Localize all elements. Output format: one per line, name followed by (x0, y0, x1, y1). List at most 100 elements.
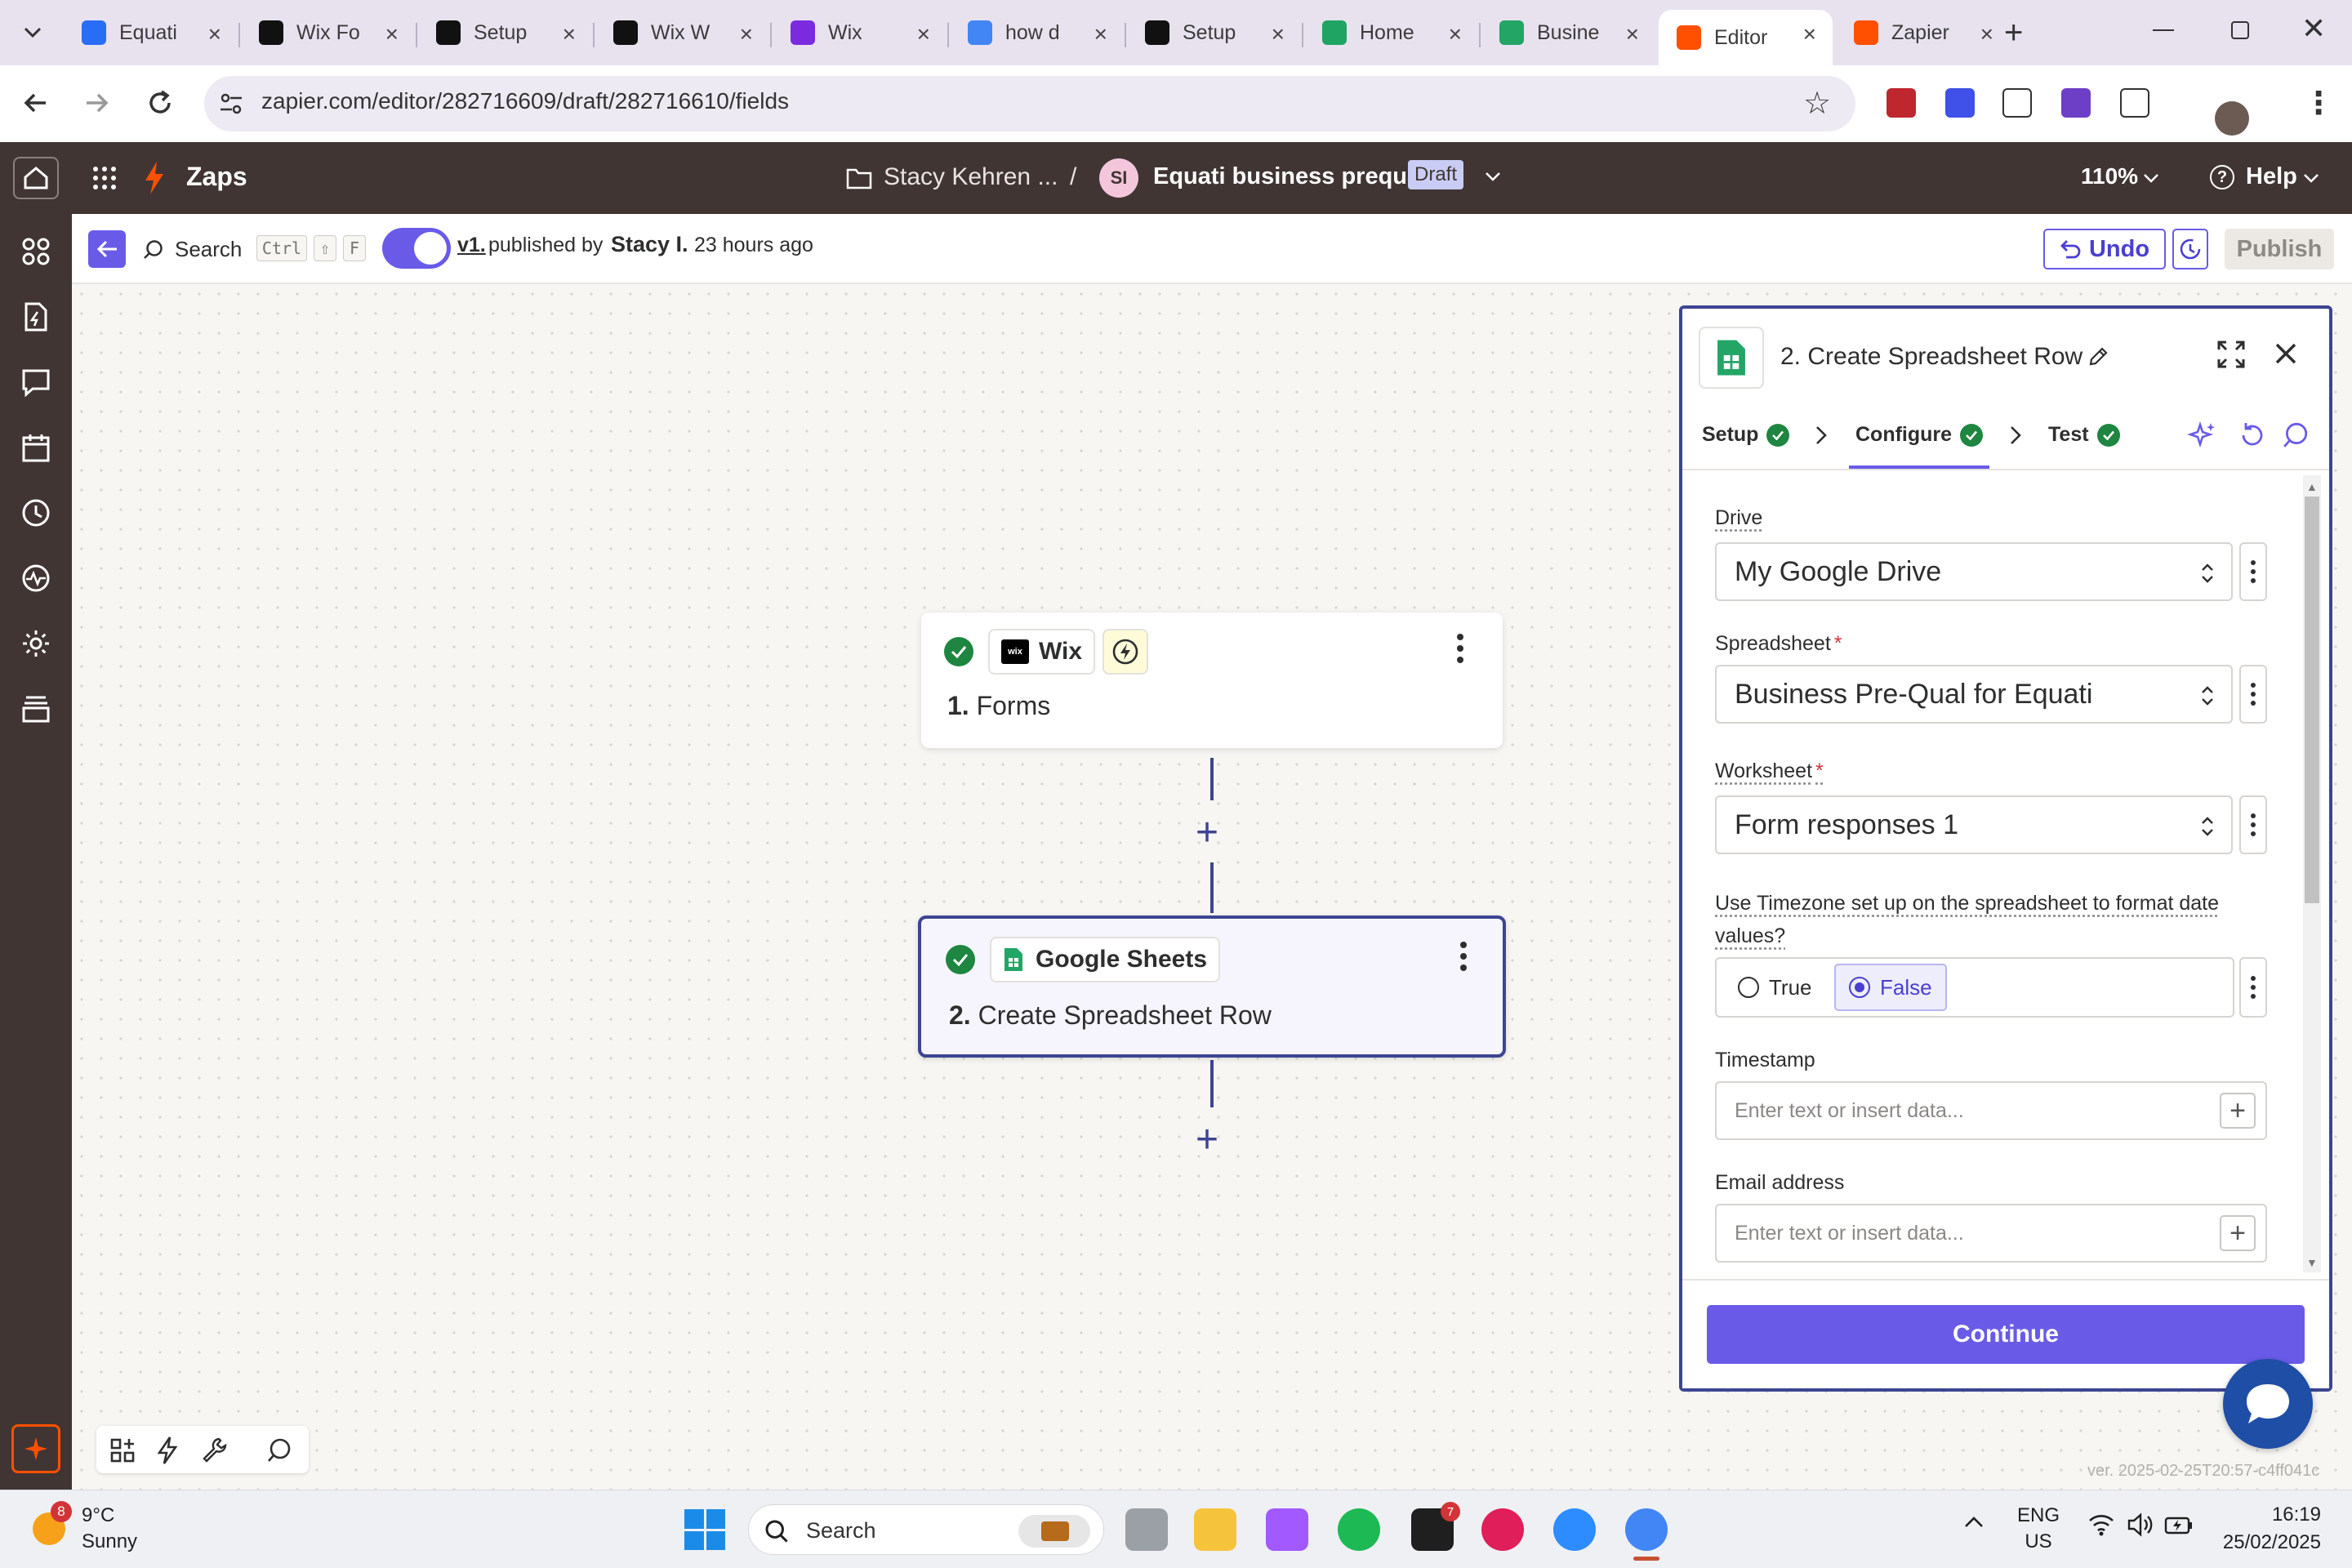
zap-menu-chevron-icon[interactable] (1485, 172, 1501, 181)
close-panel-button[interactable] (2272, 340, 2300, 368)
spreadsheet-options-button[interactable] (2239, 665, 2267, 724)
close-tab-icon[interactable]: × (916, 21, 930, 47)
timezone-false-option[interactable]: False (1834, 964, 1947, 1011)
back-button[interactable] (20, 87, 52, 119)
browser-tab[interactable]: Editor× (1659, 10, 1833, 65)
publish-button[interactable]: Publish (2225, 229, 2334, 270)
browser-tab[interactable]: Wix W× (595, 10, 769, 56)
spotify-icon[interactable] (1338, 1508, 1380, 1551)
close-tab-icon[interactable]: × (739, 21, 753, 47)
wrench-icon[interactable] (201, 1436, 229, 1463)
timezone-true-option[interactable]: True (1728, 967, 1822, 1008)
action-step-card[interactable]: Google Sheets 2. Create Spreadsheet Row (918, 915, 1506, 1058)
help-chevron-icon[interactable] (2303, 173, 2319, 183)
task-view-icon[interactable] (1125, 1508, 1168, 1551)
taskbar-search[interactable]: Search (748, 1504, 1104, 1555)
history-icon[interactable] (20, 497, 52, 529)
add-step-button[interactable]: + (1196, 1118, 1219, 1161)
show-hidden-icons[interactable] (1963, 1516, 1984, 1529)
panel-scrollbar[interactable]: ▲ ▼ (2303, 475, 2321, 1272)
forward-button[interactable] (80, 87, 113, 119)
spreadsheet-select[interactable]: Business Pre-Qual for Equati (1715, 665, 2233, 724)
expand-panel-button[interactable] (2216, 340, 2246, 369)
volume-icon[interactable] (2127, 1512, 2154, 1537)
r-extension-icon[interactable] (2061, 88, 2091, 118)
chat-icon[interactable] (20, 366, 52, 399)
add-step-button[interactable]: + (1196, 811, 1219, 854)
close-tab-icon[interactable]: × (1625, 21, 1639, 47)
zoom-level[interactable]: 110% (2081, 163, 2139, 189)
help-button[interactable]: Help (2246, 163, 2297, 189)
close-tab-icon[interactable]: × (385, 21, 399, 47)
close-tab-icon[interactable]: × (1802, 21, 1816, 47)
timestamp-insert-data-button[interactable]: + (2220, 1093, 2256, 1129)
slack-icon[interactable] (1481, 1508, 1524, 1551)
edit-title-pencil-icon[interactable] (2087, 346, 2109, 368)
zaps-link[interactable]: Zaps (186, 162, 247, 191)
browser-tab[interactable]: Home× (1304, 10, 1478, 56)
version-history-button[interactable] (2172, 229, 2208, 270)
step-menu-button[interactable] (1457, 634, 1463, 663)
timestamp-input[interactable]: Enter text or insert data... (1715, 1081, 2267, 1140)
new-tab-button[interactable]: + (2004, 15, 2024, 51)
drive-options-button[interactable] (2239, 542, 2267, 601)
add-blocks-icon[interactable] (109, 1437, 136, 1463)
url-text[interactable]: zapier.com/editor/282716609/draft/282716… (261, 88, 790, 114)
timezone-options-button[interactable] (2239, 957, 2267, 1018)
reload-button[interactable] (144, 87, 176, 119)
tab-configure[interactable]: Configure (1855, 423, 1984, 447)
close-tab-icon[interactable]: × (1980, 21, 1993, 47)
drive-select[interactable]: My Google Drive (1715, 542, 2233, 601)
fc-extension-icon[interactable] (2002, 88, 2032, 118)
app-grid-icon[interactable] (93, 167, 116, 189)
address-bar[interactable] (204, 76, 1855, 131)
folder-name[interactable]: Stacy Kehren ... (884, 163, 1058, 190)
zoom-chevron-icon[interactable] (2143, 173, 2159, 183)
zoom-icon[interactable] (1553, 1508, 1596, 1551)
comment-icon[interactable] (266, 1437, 292, 1463)
battery-icon[interactable] (2164, 1516, 2194, 1535)
wifi-icon[interactable] (2087, 1512, 2115, 1537)
step-menu-button[interactable] (1460, 942, 1467, 971)
zap-on-toggle[interactable] (382, 228, 451, 269)
version-link[interactable]: v1. (457, 234, 486, 256)
home-button[interactable] (13, 157, 59, 199)
close-tab-icon[interactable]: × (1094, 21, 1107, 47)
close-tab-icon[interactable]: × (207, 21, 221, 47)
browser-tab[interactable]: Setup× (1127, 10, 1301, 56)
collapse-sidebar-button[interactable] (88, 230, 126, 268)
weather-widget[interactable]: 8 9°C Sunny (23, 1501, 186, 1558)
ai-sparkle-icon[interactable] (2187, 420, 2218, 451)
email-insert-data-button[interactable]: + (2220, 1215, 2256, 1251)
undo-button[interactable]: Undo (2043, 229, 2166, 270)
chrome-icon[interactable] (1625, 1508, 1668, 1551)
support-chat-button[interactable] (2223, 1359, 2313, 1449)
browser-tab[interactable]: Setup× (418, 10, 592, 56)
comment-icon[interactable] (2282, 421, 2310, 449)
figma-icon[interactable] (1266, 1508, 1308, 1551)
site-info-icon[interactable] (217, 90, 245, 118)
calendar-icon[interactable] (20, 431, 52, 464)
trigger-step-card[interactable]: wix Wix 1. Forms (921, 612, 1503, 748)
settings-gear-icon[interactable] (20, 627, 52, 660)
apps-icon[interactable] (20, 235, 52, 268)
zap-name[interactable]: Equati business prequal (1153, 163, 1428, 189)
search-button[interactable]: Search (175, 237, 243, 261)
browser-menu-button[interactable]: ⋮ (2303, 87, 2334, 121)
worksheet-options-button[interactable] (2239, 795, 2267, 854)
continue-button[interactable]: Continue (1707, 1305, 2305, 1364)
close-tab-icon[interactable]: × (1448, 21, 1462, 47)
copilot-button[interactable] (11, 1424, 60, 1473)
tab-setup[interactable]: Setup (1702, 423, 1790, 447)
browser-tab[interactable]: Wix Fo× (241, 10, 415, 56)
restore-button[interactable] (2231, 21, 2249, 39)
close-window-button[interactable]: ✕ (2301, 11, 2327, 45)
browser-tab[interactable]: how d× (950, 10, 1124, 56)
tab-test[interactable]: Test (2048, 423, 2120, 447)
language-indicator[interactable]: ENG US (2017, 1504, 2060, 1552)
browser-tab[interactable]: Busine× (1481, 10, 1655, 56)
lastpass-icon[interactable] (1886, 88, 1916, 118)
activity-icon[interactable] (20, 562, 52, 595)
avatar[interactable] (2215, 101, 2249, 136)
puzzle-icon[interactable] (2120, 88, 2149, 118)
